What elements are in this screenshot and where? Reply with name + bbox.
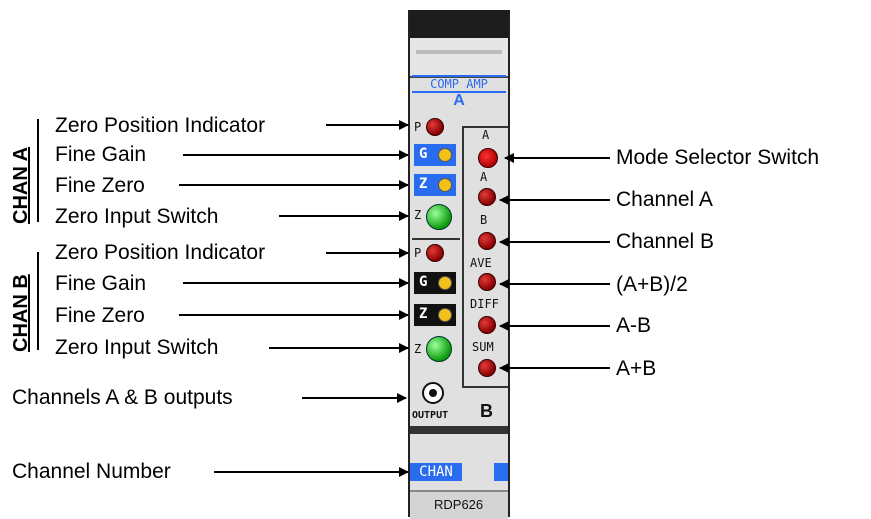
label-channel-number: Channel Number (12, 460, 171, 483)
module-top-groove (416, 50, 502, 54)
label-sum: A+B (616, 357, 657, 380)
a-fine-gain-key: G (419, 146, 428, 162)
mode-sum-led (478, 359, 496, 377)
output-jack-center-icon (429, 389, 437, 397)
model-label: RDP626 (434, 497, 484, 512)
label-channel-a: Channel A (616, 188, 713, 211)
b-fine-zero-key: Z (419, 306, 428, 322)
a-zsw-label: Z (414, 208, 422, 222)
label-b-fine-zero: Fine Zero (55, 304, 145, 327)
a-fine-gain-knob-icon (438, 148, 452, 162)
channel-letter-b: B (480, 401, 493, 421)
comp-amp-module: COMP AMP A P G Z Z P G Z Z A A B AVE DIF… (408, 10, 510, 519)
b-p-label: P (414, 246, 422, 260)
label-average: (A+B)/2 (616, 273, 688, 296)
mode-ave-label: AVE (470, 256, 492, 270)
label-b-zero-input: Zero Input Switch (55, 336, 219, 359)
a-fine-zero-knob-icon (438, 178, 452, 192)
label-a-zero-input: Zero Input Switch (55, 205, 219, 228)
mode-diff-label: DIFF (470, 297, 499, 311)
mode-a-led (478, 188, 496, 206)
label-b-fine-gain: Fine Gain (55, 272, 147, 295)
a-zero-position-led (426, 118, 444, 136)
module-lower-bar (410, 426, 508, 434)
module-title: COMP AMP (412, 75, 506, 93)
output-label: OUTPUT (412, 410, 449, 421)
mode-sum-label: SUM (472, 340, 494, 354)
output-jack[interactable] (422, 382, 444, 404)
mode-b-led (478, 232, 496, 250)
b-fine-gain-trim[interactable]: G (414, 272, 456, 294)
mode-selector-panel (462, 126, 508, 388)
b-fine-gain-key: G (419, 274, 428, 290)
model-plate: RDP626 (410, 490, 508, 519)
b-fine-zero-trim[interactable]: Z (414, 304, 456, 326)
b-zero-position-led (426, 244, 444, 262)
label-b-zero-position: Zero Position Indicator (55, 241, 266, 264)
b-zsw-label: Z (414, 342, 422, 356)
b-fine-gain-knob-icon (438, 276, 452, 290)
a-zero-input-switch[interactable] (426, 204, 452, 230)
channel-divider (412, 238, 460, 240)
a-p-label: P (414, 120, 422, 134)
a-fine-zero-trim[interactable]: Z (414, 174, 456, 196)
b-zero-input-switch[interactable] (426, 336, 452, 362)
channel-number-indicator (494, 463, 508, 481)
mode-ave-led (478, 273, 496, 291)
channel-letter-a: A (453, 92, 465, 109)
label-difference: A-B (616, 314, 652, 337)
mode-diff-led (478, 316, 496, 334)
label-channel-b: Channel B (616, 230, 715, 253)
mode-a-top-label: A (482, 128, 490, 142)
module-top-bar (410, 10, 508, 38)
a-fine-gain-trim[interactable]: G (414, 144, 456, 166)
b-fine-zero-knob-icon (438, 308, 452, 322)
label-a-fine-zero: Fine Zero (55, 174, 145, 197)
channel-number-label: CHAN (410, 463, 462, 481)
a-fine-zero-key: Z (419, 176, 428, 192)
label-mode-selector: Mode Selector Switch (616, 146, 820, 169)
label-outputs: Channels A & B outputs (12, 386, 233, 409)
label-a-fine-gain: Fine Gain (55, 143, 147, 166)
label-a-zero-position: Zero Position Indicator (55, 114, 266, 137)
mode-selector-switch[interactable] (478, 148, 498, 168)
mode-b-label: B (480, 213, 488, 227)
module-top-panel (410, 38, 508, 78)
mode-a-label: A (480, 170, 488, 184)
